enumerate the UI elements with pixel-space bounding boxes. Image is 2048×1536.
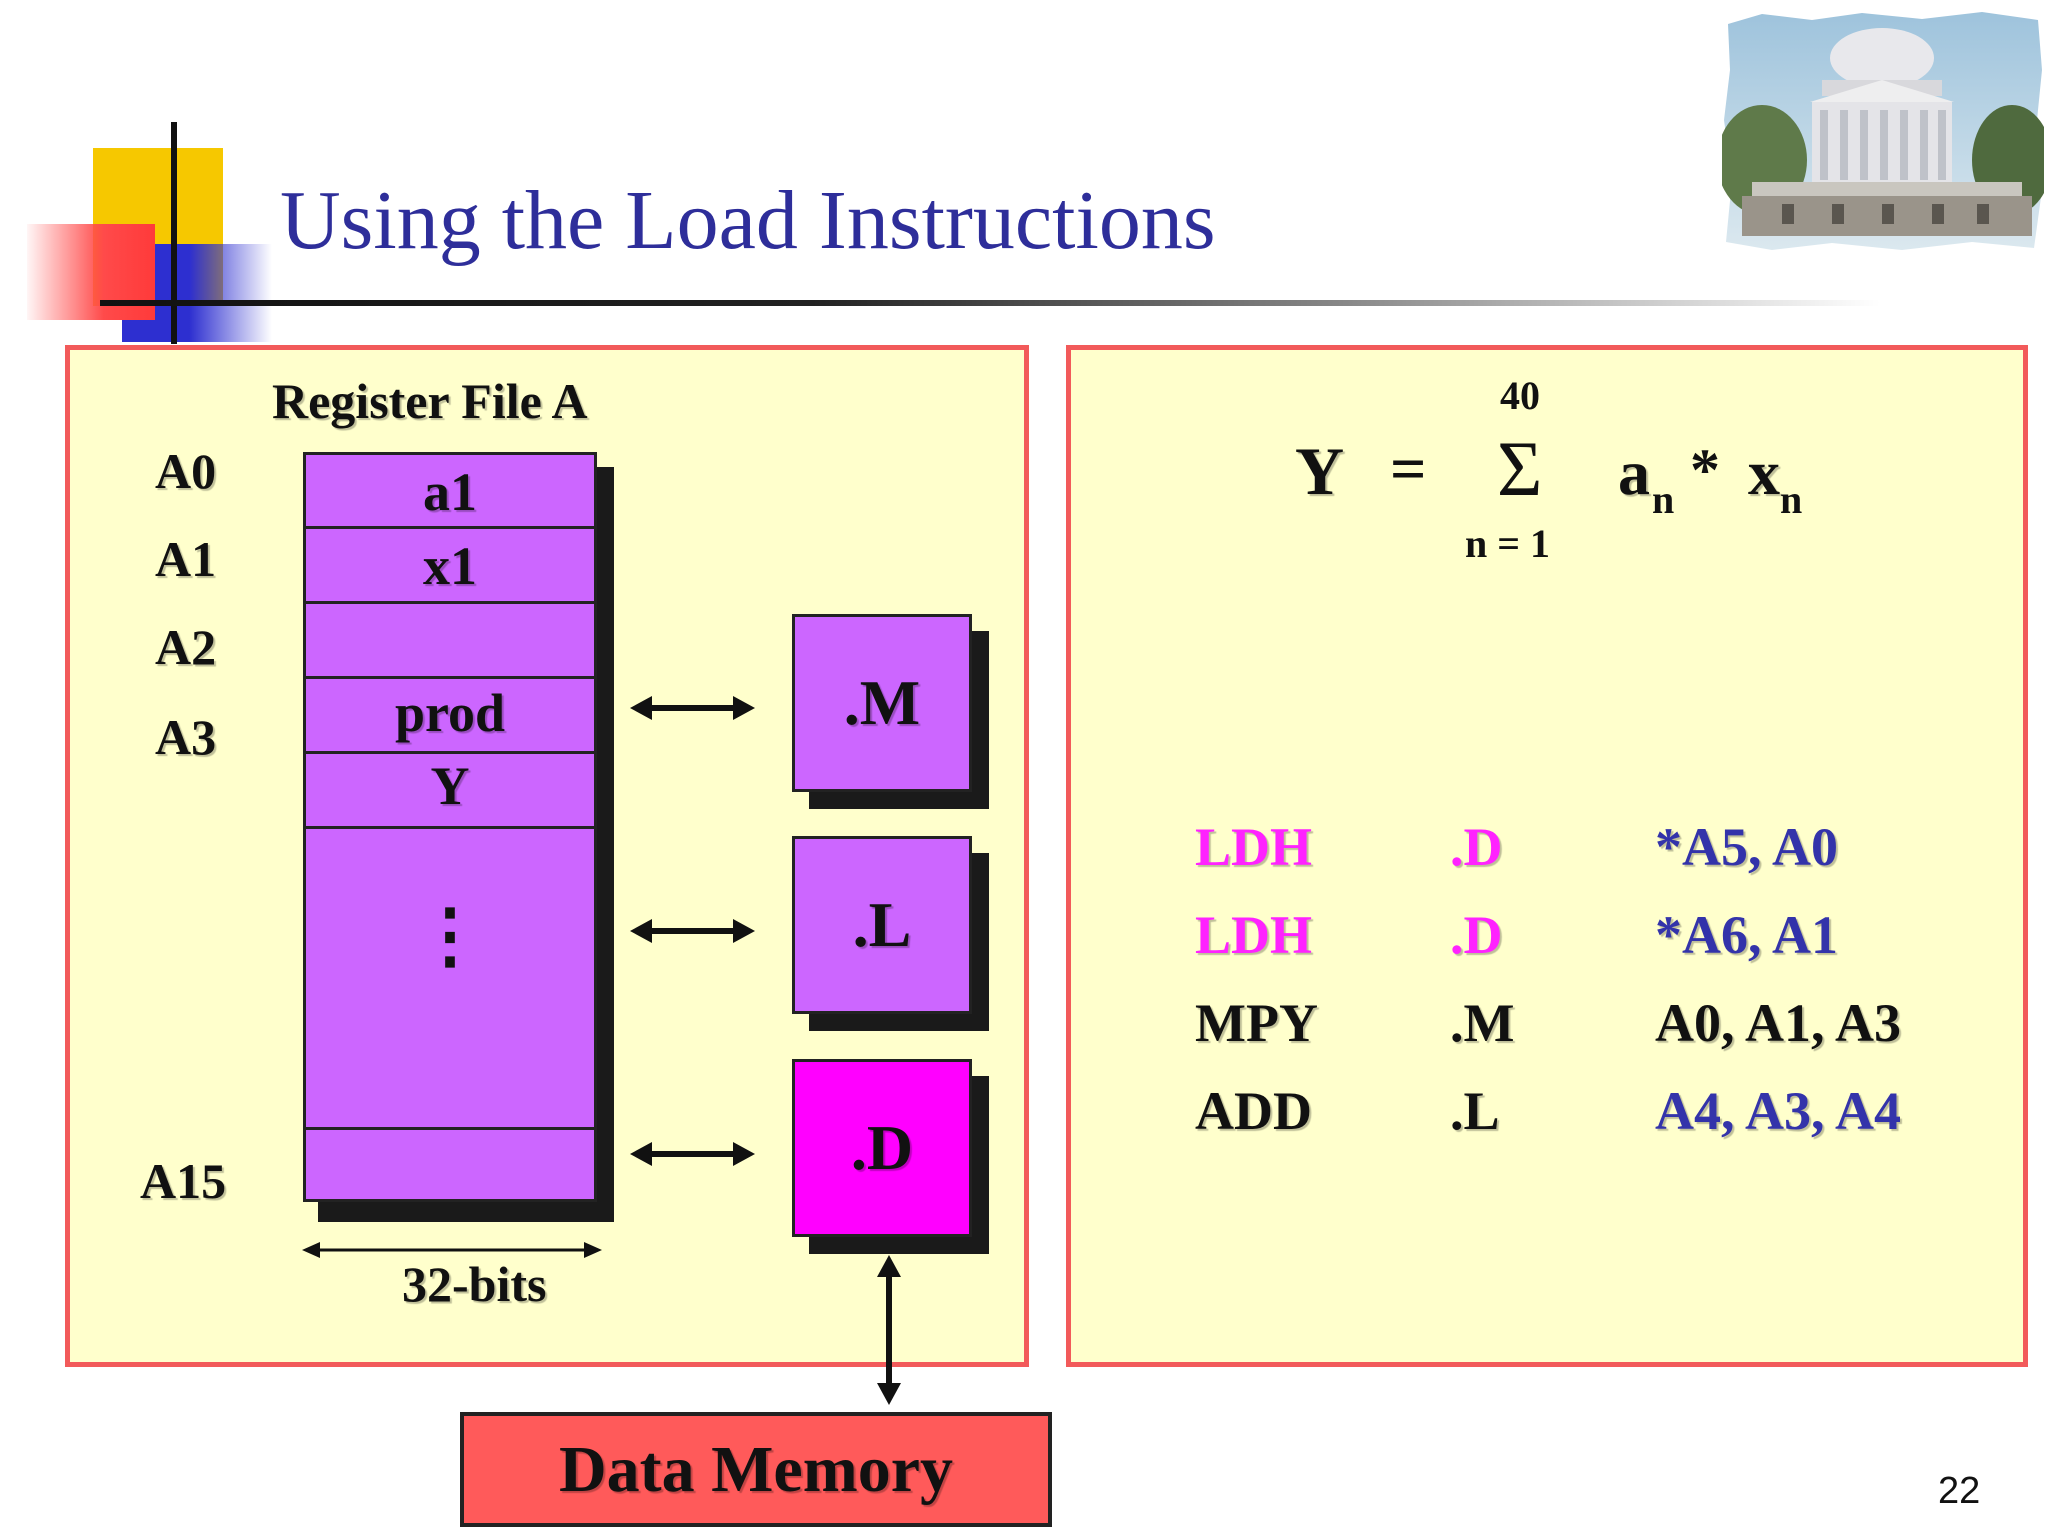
m-unit: .M bbox=[792, 614, 972, 792]
memory-arrow bbox=[877, 1255, 901, 1405]
instruction-unit: .L bbox=[1450, 1081, 1500, 1141]
width-arrow bbox=[302, 1242, 602, 1258]
register-label-a15: A15 bbox=[140, 1153, 227, 1209]
register-divider bbox=[306, 601, 594, 604]
width-label: 32-bits bbox=[402, 1256, 547, 1312]
instruction-unit: .D bbox=[1450, 905, 1503, 965]
data-memory-block: Data Memory bbox=[460, 1412, 1052, 1527]
instruction-opcode: MPY bbox=[1195, 993, 1318, 1053]
instruction-unit: .D bbox=[1450, 817, 1503, 877]
formula-a: a bbox=[1618, 437, 1650, 508]
l-unit-arrow bbox=[630, 919, 755, 943]
instruction-panel bbox=[1066, 345, 2028, 1367]
instruction-operands: *A6, A1 bbox=[1655, 905, 1839, 965]
instruction-opcode: LDH bbox=[1195, 905, 1313, 965]
register-label-a2: A2 bbox=[155, 619, 217, 675]
l-unit: .L bbox=[792, 836, 972, 1014]
formula-times: * bbox=[1690, 437, 1720, 503]
register-file-heading: Register File A bbox=[272, 373, 588, 429]
d-unit: .D bbox=[792, 1059, 972, 1237]
register-divider bbox=[306, 676, 594, 679]
register-label-a1: A1 bbox=[155, 531, 217, 587]
instruction-operands: *A5, A0 bbox=[1655, 817, 1839, 877]
register-label-a3: A3 bbox=[155, 709, 217, 765]
sum-upper-limit: 40 bbox=[1500, 373, 1540, 418]
d-unit-arrow bbox=[630, 1142, 755, 1166]
register-divider bbox=[306, 1127, 594, 1130]
building-photo bbox=[1722, 12, 2044, 250]
formula-equals: = bbox=[1390, 433, 1427, 504]
instruction-unit: .M bbox=[1450, 993, 1515, 1053]
register-file: a1 x1 prod Y ⋮ bbox=[303, 452, 597, 1202]
register-divider bbox=[306, 826, 594, 829]
register-cell-a0: a1 bbox=[423, 462, 477, 522]
page-title: Using the Load Instructions bbox=[280, 174, 1216, 267]
register-divider bbox=[306, 526, 594, 529]
register-label-a0: A0 bbox=[155, 443, 217, 499]
formula-lhs: Y bbox=[1295, 433, 1345, 509]
register-divider bbox=[306, 751, 594, 754]
instruction-opcode: ADD bbox=[1195, 1081, 1312, 1141]
formula-x: x bbox=[1748, 437, 1780, 508]
register-cell-a3: prod bbox=[394, 683, 506, 743]
page-number: 22 bbox=[1938, 1470, 1981, 1512]
register-ellipsis: ⋮ bbox=[414, 896, 486, 976]
decoration-vertical-line bbox=[171, 122, 177, 344]
register-cell-a4: Y bbox=[430, 756, 470, 816]
title-underline bbox=[100, 300, 1880, 306]
instruction-operands: A0, A1, A3 bbox=[1655, 993, 1902, 1053]
instruction-operands: A4, A3, A4 bbox=[1655, 1081, 1902, 1141]
register-cell-a1: x1 bbox=[423, 536, 477, 596]
sigma-symbol: Σ bbox=[1497, 425, 1543, 512]
instruction-opcode: LDH bbox=[1195, 817, 1313, 877]
m-unit-arrow bbox=[630, 696, 755, 720]
formula-a-subscript: n bbox=[1652, 477, 1675, 522]
formula-x-subscript: n bbox=[1780, 477, 1803, 522]
sum-lower-limit: n = 1 bbox=[1465, 521, 1551, 566]
